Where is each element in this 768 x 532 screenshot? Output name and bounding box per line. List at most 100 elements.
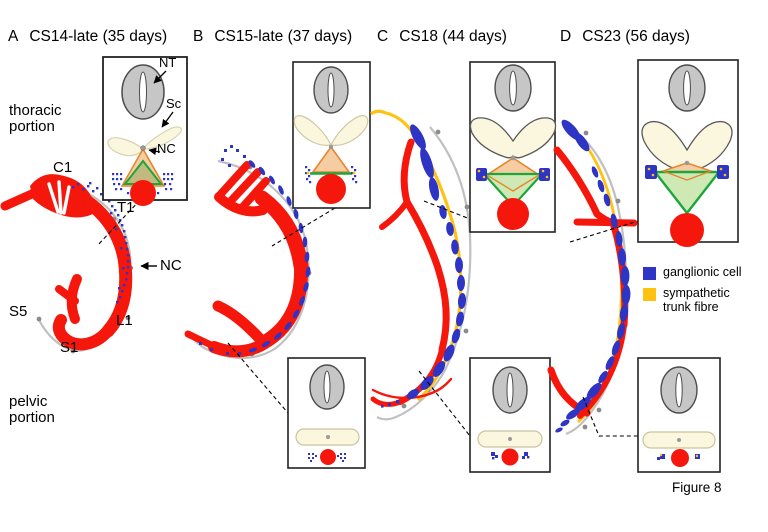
label-nc-inset: NC <box>157 141 176 156</box>
panel-b-inset-pelvic <box>287 357 366 469</box>
panel-a-inset-thoracic <box>102 56 188 206</box>
label-l1: L1 <box>116 312 133 329</box>
ganglionic-cell-swatch <box>643 267 656 280</box>
panel-c-inset-pelvic <box>469 357 551 473</box>
neural-canal <box>509 70 517 106</box>
dorsal-aorta-circle <box>316 174 346 204</box>
sclerotome <box>469 117 557 159</box>
ganglion-cluster-left <box>112 173 130 195</box>
dorsal-aorta-circle <box>501 448 519 466</box>
trunk-fibre-c <box>370 109 463 402</box>
label-c1: C1 <box>53 159 73 176</box>
label-sc: Sc <box>166 96 182 111</box>
panel-b-drawing <box>184 145 336 414</box>
pelvic-portion-label: pelvic portion <box>9 393 55 427</box>
legend: ganglionic cell sympathetic trunk fibre <box>643 265 743 314</box>
ganglion-cluster-left <box>491 452 498 460</box>
label-s5: S5 <box>9 303 28 320</box>
vertebra-triangle <box>652 170 722 215</box>
notochord-dot <box>677 438 681 442</box>
sc-arrow <box>161 111 174 128</box>
label-s1: S1 <box>60 339 79 356</box>
panel-d-title: D CS23 (56 days) <box>560 28 690 46</box>
vertebral-level-dots-d <box>582 130 621 430</box>
ganglion-cluster-left <box>657 453 665 460</box>
notochord-dot <box>510 155 516 161</box>
ganglion-cluster-left <box>305 166 312 184</box>
panel-a-drawing <box>0 174 157 354</box>
label-t1: T1 <box>117 199 135 216</box>
aortic-arch-slits-a <box>47 180 71 215</box>
panel-d-title-text: CS23 (56 days) <box>582 28 690 45</box>
panel-b-inset-thoracic <box>292 61 371 209</box>
ganglion-cluster-right <box>717 165 729 179</box>
cartilage-diamond-outline <box>662 170 712 181</box>
label-nc-trunk: NC <box>160 257 182 274</box>
ganglion-cluster-right <box>695 454 700 459</box>
neural-canal <box>506 372 514 408</box>
connector-c-top <box>423 200 471 220</box>
panel-b-title: B CS15-late (37 days) <box>193 28 352 46</box>
notochord-dot <box>684 160 690 166</box>
fibre-dot-right <box>352 171 356 175</box>
panel-a-title: A CS14-late (35 days) <box>8 28 167 46</box>
connector-a <box>96 199 141 247</box>
notochord-dot <box>326 435 330 439</box>
ganglion-cluster-right <box>522 452 530 459</box>
panel-c-title-text: CS18 (44 days) <box>399 28 507 45</box>
aorta-b <box>184 161 309 358</box>
ganglion-cluster-right <box>539 168 550 181</box>
ganglion-cluster-right <box>157 173 174 195</box>
panel-d-inset-thoracic <box>637 59 739 247</box>
panel-c-drawing <box>370 109 472 437</box>
panel-a-title-text: CS14-late (35 days) <box>29 28 168 45</box>
connector-b-bottom <box>227 342 289 414</box>
figure-caption: Figure 8 <box>672 480 722 495</box>
ganglion-cluster-right <box>337 453 346 462</box>
connector-d-bottom <box>582 396 638 437</box>
ganglion-cluster-left <box>645 165 657 179</box>
ganglion-beads-d <box>555 119 631 433</box>
panel-c-title: C CS18 (44 days) <box>377 28 507 46</box>
notochord-dot <box>508 437 512 441</box>
aorta-d <box>547 146 638 419</box>
cartilage-triangle <box>311 145 351 173</box>
legend-item-ganglionic-cell: ganglionic cell <box>643 265 743 280</box>
cartilage-diamond-outline <box>486 174 540 192</box>
sympathetic-trunk-fibre-label: sympathetic trunk fibre <box>663 286 730 314</box>
ganglion-cluster-right <box>351 166 358 184</box>
dorsal-aorta-circle <box>671 449 689 467</box>
panel-a-letter: A <box>8 28 19 45</box>
thoracic-portion-label: thoracic portion <box>9 102 62 136</box>
neural-canal <box>323 370 331 404</box>
panel-b-title-text: CS15-late (37 days) <box>214 28 353 45</box>
dorsal-aorta-circle <box>670 213 704 247</box>
neural-canal <box>139 71 147 113</box>
panel-b-letter: B <box>193 28 204 45</box>
neural-canal <box>675 372 683 408</box>
panel-c-letter: C <box>377 28 389 45</box>
dorsal-aorta-circle <box>130 180 156 206</box>
connector-b-top <box>271 207 336 247</box>
ganglion-beads-c <box>381 124 467 408</box>
fibre-dot-left <box>306 171 310 175</box>
dorsal-aorta-circle <box>497 198 529 230</box>
label-nt: NT <box>159 55 177 70</box>
notochord-curve-b <box>192 159 310 360</box>
ganglion-cluster-left <box>476 168 487 181</box>
ganglion-beads-b <box>199 145 311 355</box>
ganglion-cluster-left <box>308 453 317 462</box>
nc-inset-arrow <box>148 147 161 156</box>
connector-d-top <box>569 220 639 243</box>
legend-item-sympathetic-trunk-fibre: sympathetic trunk fibre <box>643 286 743 314</box>
notochord-curve-c <box>376 126 472 421</box>
nt-arrow <box>153 70 167 84</box>
ganglionic-cell-label: ganglionic cell <box>663 265 742 279</box>
notochord-dot <box>328 144 334 150</box>
notochord-dot <box>140 145 146 151</box>
panel-d-drawing <box>547 119 639 437</box>
panel-d-letter: D <box>560 28 572 45</box>
panel-c-inset-thoracic <box>469 61 557 233</box>
